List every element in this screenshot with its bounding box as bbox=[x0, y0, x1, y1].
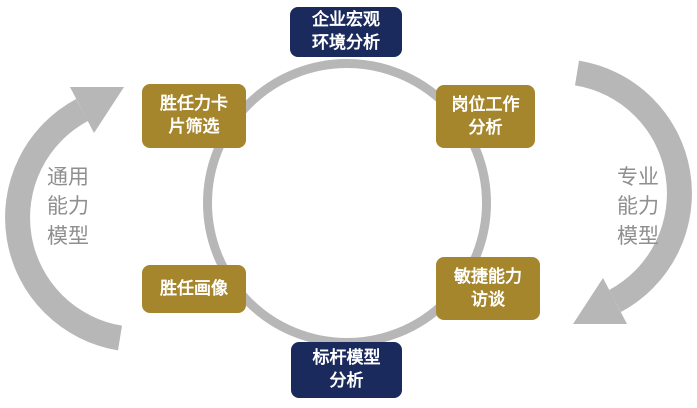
left-side-label: 通用 能力 模型 bbox=[47, 166, 89, 248]
left-arrow-arc bbox=[5, 98, 123, 351]
right-arrow-arc bbox=[574, 60, 692, 313]
node-competency-portrait: 胜任画像 bbox=[142, 265, 246, 313]
node-macro-environment-analysis: 企业宏观 环境分析 bbox=[290, 7, 402, 57]
right-cycle-arrow bbox=[573, 60, 692, 324]
right-arrow-head-icon bbox=[573, 278, 627, 324]
node-job-work-analysis: 岗位工作 分析 bbox=[436, 85, 535, 148]
left-cycle-arrow bbox=[5, 87, 124, 351]
right-side-label: 专业 能力 模型 bbox=[617, 166, 659, 248]
left-arrow-head-icon bbox=[70, 87, 124, 133]
node-benchmark-model-analysis: 标杆模型 分析 bbox=[291, 342, 402, 398]
node-agile-ability-interview: 敏捷能力 访谈 bbox=[436, 257, 540, 320]
node-competency-card-screening: 胜任力卡 片筛选 bbox=[142, 84, 246, 148]
